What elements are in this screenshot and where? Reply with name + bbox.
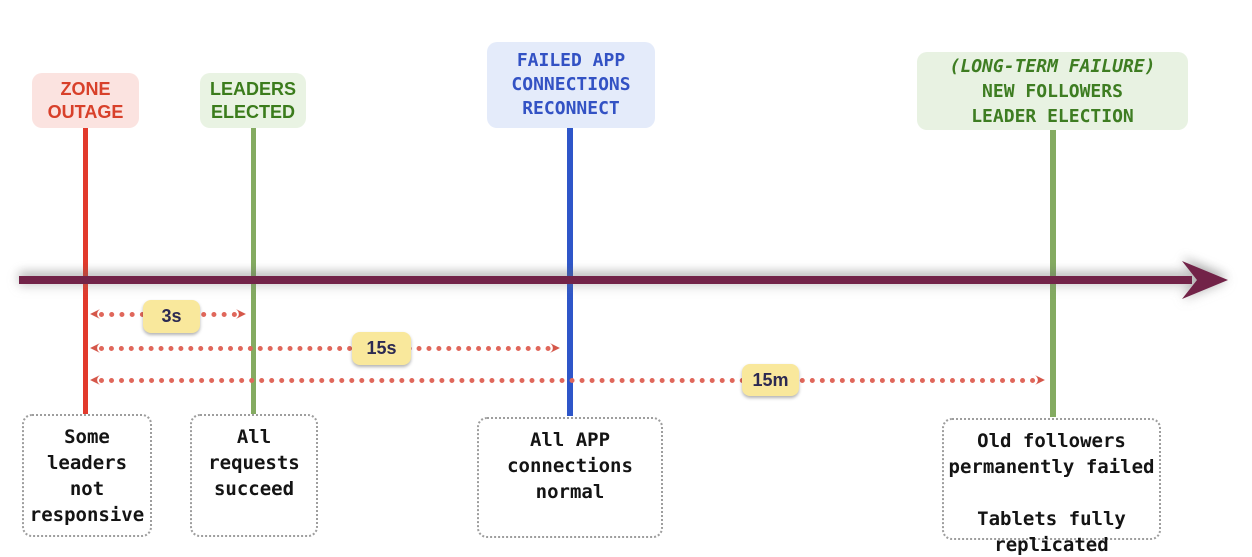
duration-dotted-line [99, 346, 551, 351]
arrowhead-left-icon [90, 375, 100, 385]
event-label-long-term-failure-subtitle: (LONG-TERM FAILURE) [949, 55, 1156, 77]
timeline-arrowhead-icon [1182, 261, 1228, 299]
duration-arrow-15s [86, 335, 564, 361]
duration-dotted-line [99, 378, 1036, 383]
duration-badge-15s: 15s [352, 332, 411, 365]
duration-badge-15m: 15m [742, 364, 799, 396]
note-long-term-failure: Old followers permanently failed Tablets… [942, 418, 1161, 556]
arrowhead-right-icon [1035, 375, 1045, 385]
event-line-leaders-elected [251, 128, 256, 414]
duration-arrow-15m [86, 367, 1049, 393]
event-label-leaders-elected: LEADERS ELECTED [200, 73, 306, 128]
arrowhead-right-icon [550, 343, 560, 353]
note-zone-outage: Some leaders not responsive [22, 414, 152, 537]
event-line-long-term-failure [1050, 130, 1056, 417]
event-label-zone-outage: ZONE OUTAGE [32, 73, 139, 128]
event-line-zone-outage [83, 128, 88, 414]
note-leaders-elected: All requests succeed [190, 414, 318, 537]
timeline-arrow [19, 261, 1228, 299]
duration-badge-3s: 3s [143, 300, 200, 333]
arrowhead-left-icon [90, 343, 100, 353]
arrowhead-left-icon [90, 309, 100, 319]
event-label-long-term-failure: (LONG-TERM FAILURE) NEW FOLLOWERS LEADER… [917, 52, 1188, 130]
event-label-failed-app-reconnect: FAILED APP CONNECTIONS RECONNECT [487, 42, 655, 128]
note-failed-app-reconnect: All APP connections normal [477, 417, 663, 538]
event-label-long-term-failure-title: NEW FOLLOWERS LEADER ELECTION [971, 80, 1134, 127]
arrowhead-right-icon [236, 309, 246, 319]
event-line-failed-app-reconnect [567, 128, 573, 416]
